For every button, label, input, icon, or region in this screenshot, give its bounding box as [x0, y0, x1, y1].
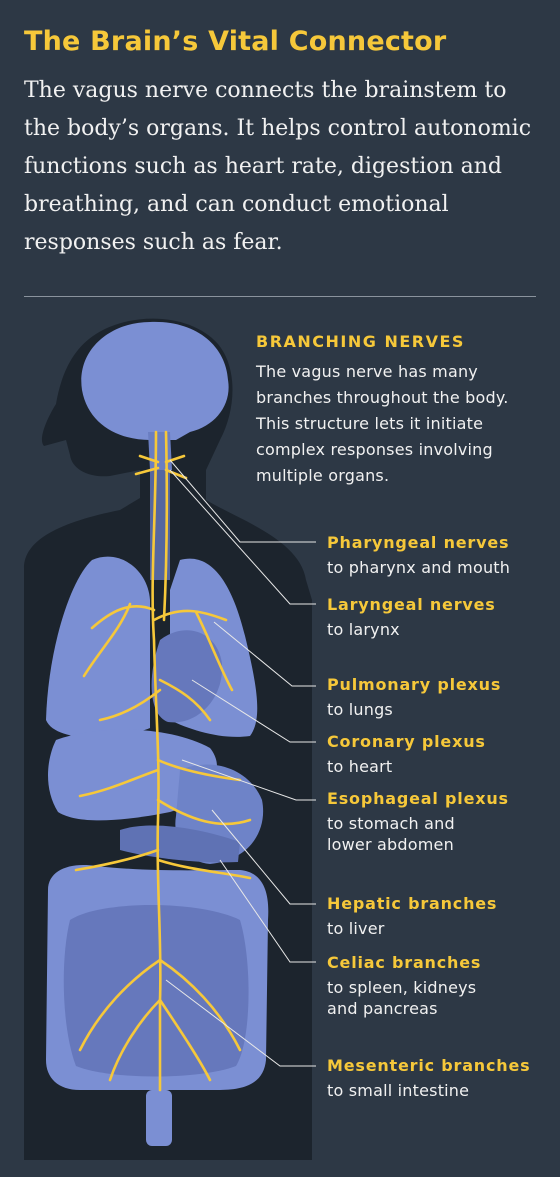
label-desc: to stomach and lower abdomen — [327, 814, 455, 854]
label-coronary: Coronary plexus to heart — [327, 731, 557, 777]
label-desc: to lungs — [327, 700, 393, 719]
label-desc: to larynx — [327, 620, 400, 639]
label-esophageal: Esophageal plexus to stomach and lower a… — [327, 788, 557, 855]
label-name: Pulmonary plexus — [327, 675, 502, 694]
label-name: Hepatic branches — [327, 894, 498, 913]
callout-body: The vagus nerve has many branches throug… — [256, 362, 509, 485]
label-pharyngeal: Pharyngeal nerves to pharynx and mouth — [327, 532, 557, 578]
label-name: Coronary plexus — [327, 732, 486, 751]
label-mesenteric: Mesenteric branches to small intestine — [327, 1055, 557, 1101]
label-pulmonary: Pulmonary plexus to lungs — [327, 674, 557, 720]
label-name: Esophageal plexus — [327, 789, 509, 808]
label-hepatic: Hepatic branches to liver — [327, 893, 557, 939]
divider — [24, 296, 536, 297]
label-desc: to spleen, kidneys and pancreas — [327, 978, 477, 1018]
liver — [48, 729, 217, 821]
intro-text: The vagus nerve connects the brainstem t… — [24, 78, 532, 255]
left-lung — [46, 556, 150, 738]
label-name: Pharyngeal nerves — [327, 533, 510, 552]
vagus-nerve — [74, 430, 252, 1092]
label-desc: to small intestine — [327, 1081, 470, 1100]
brainstem — [148, 432, 172, 470]
branching-nerves-callout: BRANCHING NERVES The vagus nerve has man… — [256, 332, 546, 489]
label-desc: to liver — [327, 919, 385, 938]
vagus-nerve-illustration — [24, 318, 316, 1160]
brain — [81, 321, 229, 440]
page-title: The Brain’s Vital Connector — [24, 26, 447, 57]
leader-lines — [165, 459, 316, 1067]
label-desc: to heart — [327, 757, 393, 776]
heart — [151, 630, 223, 723]
label-celiac: Celiac branches to spleen, kidneys and p… — [327, 952, 557, 1019]
label-name: Celiac branches — [327, 953, 482, 972]
label-desc: to pharynx and mouth — [327, 558, 511, 577]
rectum — [146, 1090, 172, 1146]
label-name: Mesenteric branches — [327, 1056, 531, 1075]
label-laryngeal: Laryngeal nerves to larynx — [327, 594, 557, 640]
small-intestine — [63, 905, 249, 1077]
label-name: Laryngeal nerves — [327, 595, 496, 614]
callout-title: BRANCHING NERVES — [256, 332, 465, 351]
